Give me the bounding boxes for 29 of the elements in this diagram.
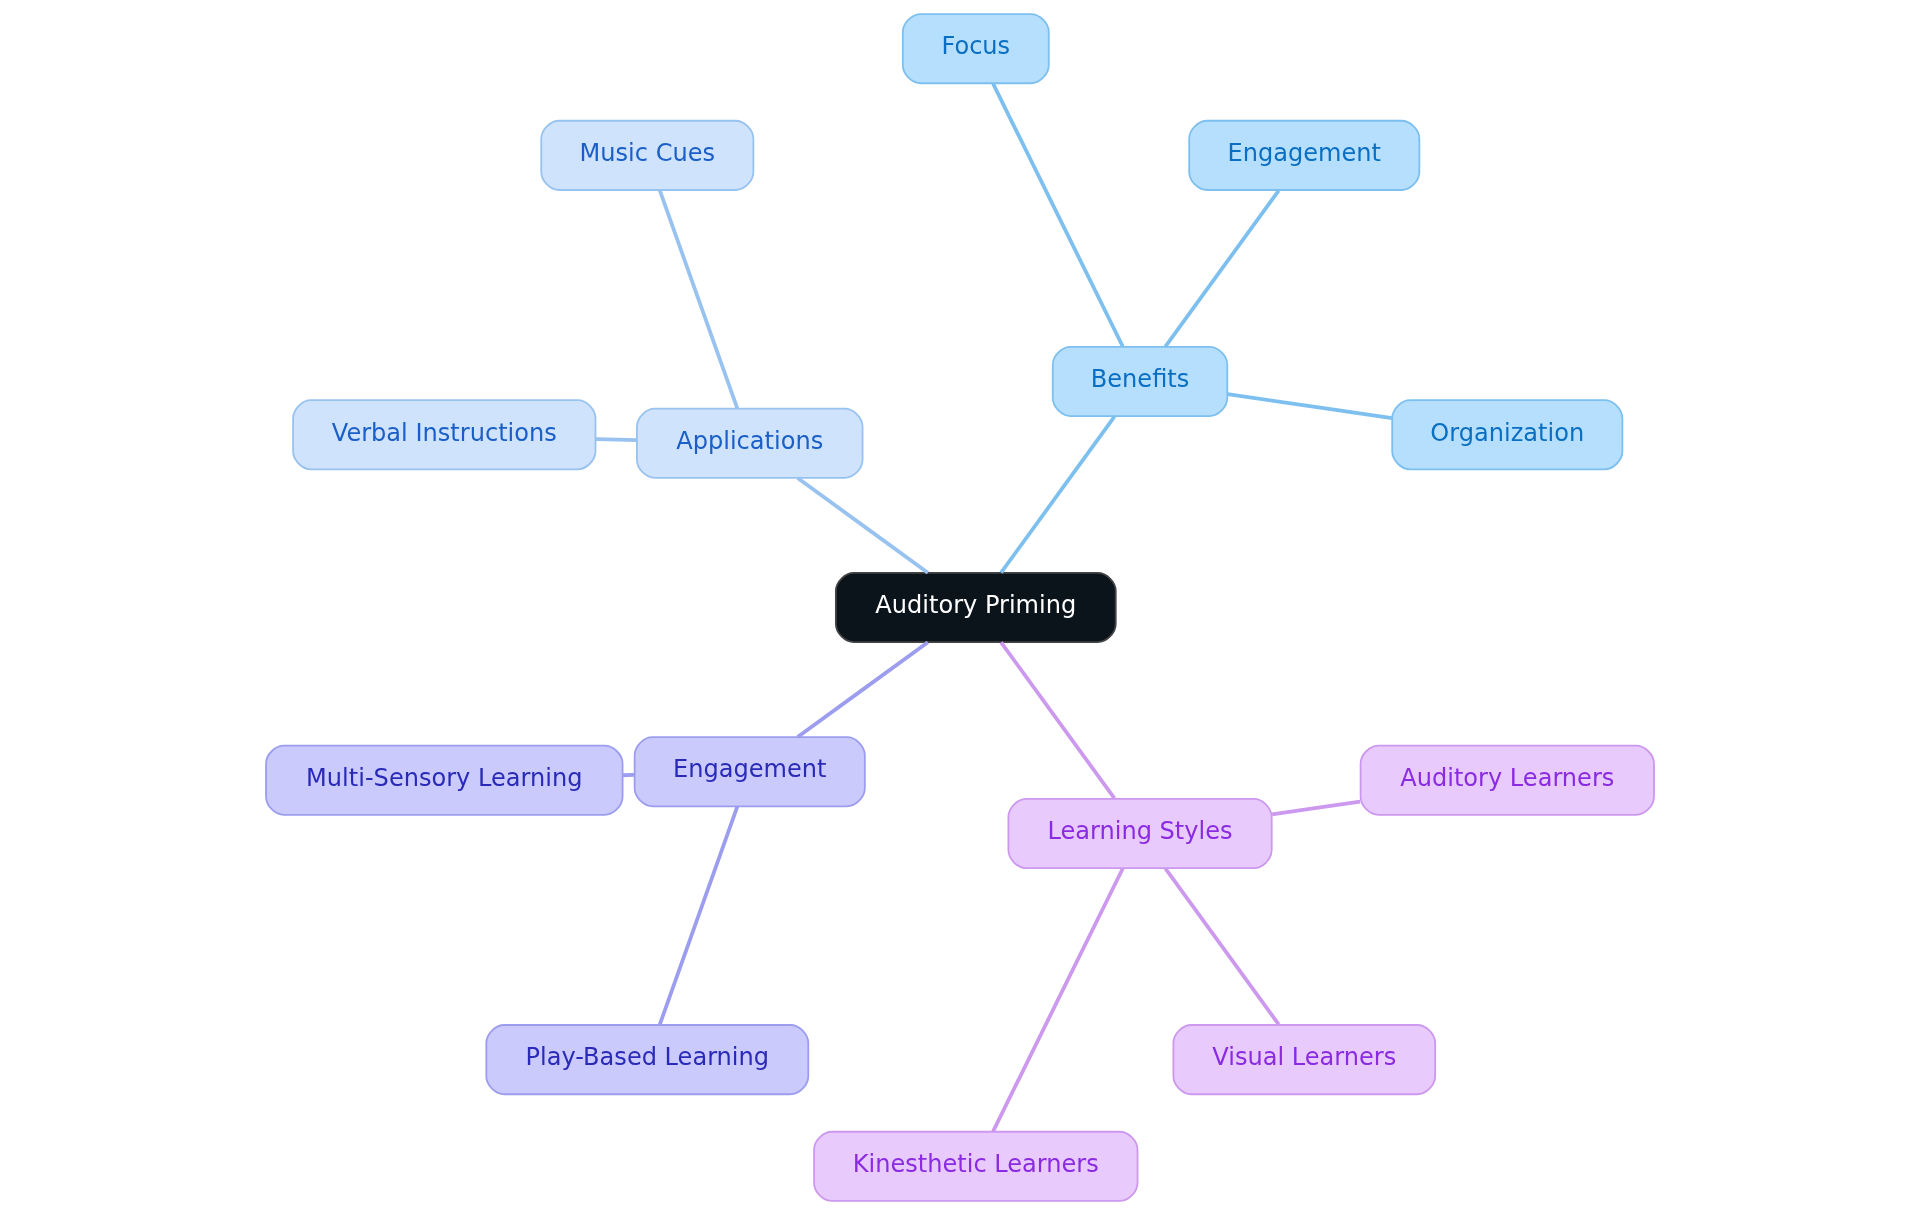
connector xyxy=(991,82,1125,348)
node-box: Verbal Instructions xyxy=(292,399,597,471)
node-box: Engagement xyxy=(633,736,866,808)
connector xyxy=(1163,189,1281,348)
connector xyxy=(796,476,929,575)
connector xyxy=(595,437,637,442)
node-box: Kinesthetic Learners xyxy=(813,1130,1139,1202)
node-box: Auditory Priming xyxy=(834,572,1117,643)
node-box: Music Cues xyxy=(540,119,755,191)
connector xyxy=(999,641,1116,800)
connector xyxy=(1163,867,1281,1026)
node-box: Organization xyxy=(1391,399,1624,471)
node-box: Visual Learners xyxy=(1172,1024,1437,1096)
node-box: Focus xyxy=(901,13,1050,85)
connector xyxy=(657,805,740,1026)
connector xyxy=(1227,392,1393,420)
node-box: Auditory Learners xyxy=(1359,744,1655,816)
node-box: Learning Styles xyxy=(1007,798,1273,870)
connector xyxy=(796,640,929,739)
node-box: Multi-Sensory Learning xyxy=(265,744,624,816)
connector xyxy=(622,773,635,778)
node-box: Benefits xyxy=(1051,345,1229,417)
node-box: Applications xyxy=(636,407,864,479)
node-box: Play-Based Learning xyxy=(485,1024,810,1096)
connector xyxy=(991,867,1125,1133)
node-box: Engagement xyxy=(1188,119,1421,191)
connector xyxy=(999,415,1116,574)
connector xyxy=(657,189,740,410)
connector xyxy=(1271,799,1361,817)
